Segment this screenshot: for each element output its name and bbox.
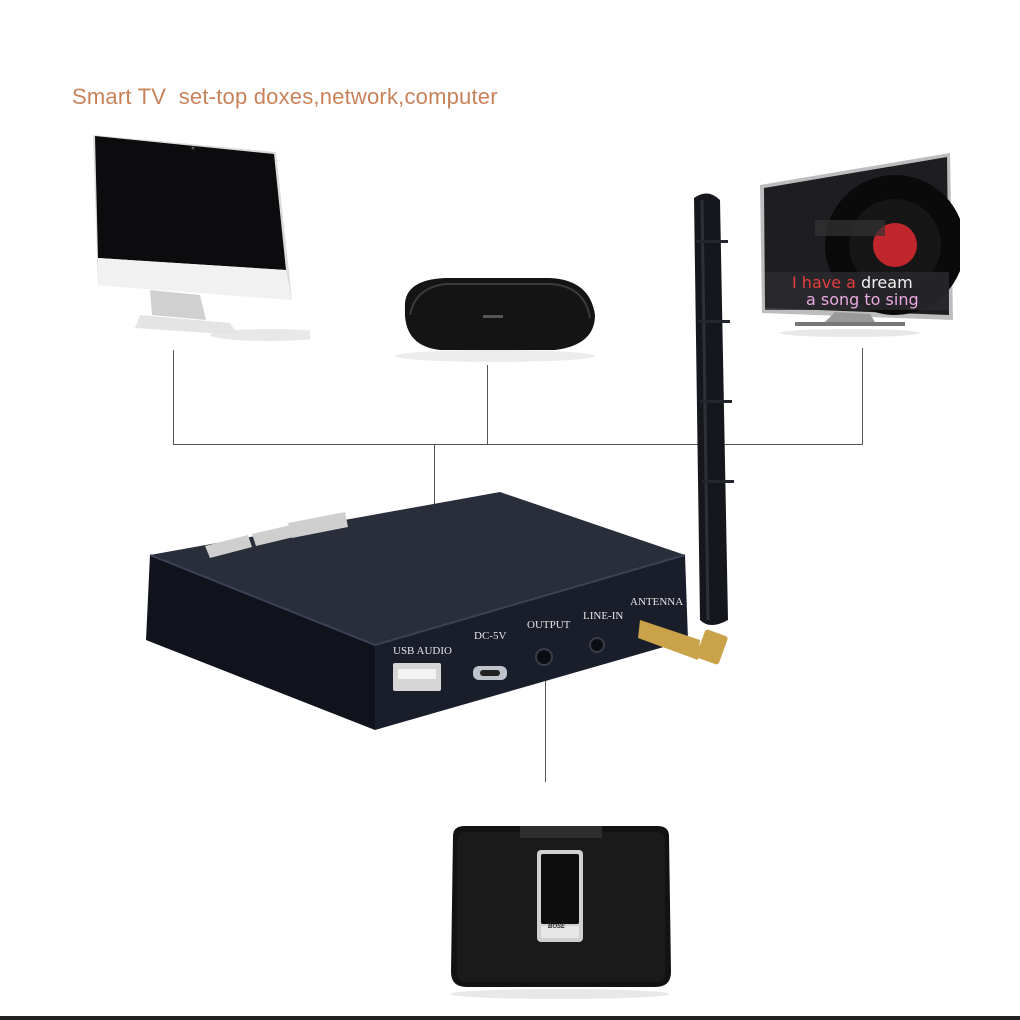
headline: Smart TV set-top doxes,network,computer: [72, 84, 498, 109]
tv-lyric-line2: a song to sing: [806, 290, 919, 309]
speaker-brand-logo: BOSE: [548, 924, 566, 930]
antenna-image: [638, 193, 734, 665]
receiver-box-image: [146, 492, 688, 730]
label-output: OUTPUT: [527, 619, 571, 631]
speaker-image: [450, 826, 671, 999]
label-usb-audio: USB AUDIO: [393, 645, 452, 657]
top-cut-text: ··· ·········· ·· ········: [380, 0, 593, 6]
label-antenna: ANTENNA: [630, 596, 684, 608]
smart-tv-image: [760, 153, 960, 337]
bottom-rule: [0, 1016, 1020, 1020]
tv-lyric-line1: I have a dream: [792, 273, 913, 292]
label-line-in: LINE-IN: [583, 610, 624, 622]
set-top-box-image: [395, 278, 595, 362]
tv-lyric-line1-b: dream: [861, 273, 913, 292]
tv-lyric-line1-a: I have a: [792, 273, 862, 292]
label-dc-5v: DC-5V: [474, 630, 507, 642]
computer-monitor-image: [93, 135, 310, 341]
